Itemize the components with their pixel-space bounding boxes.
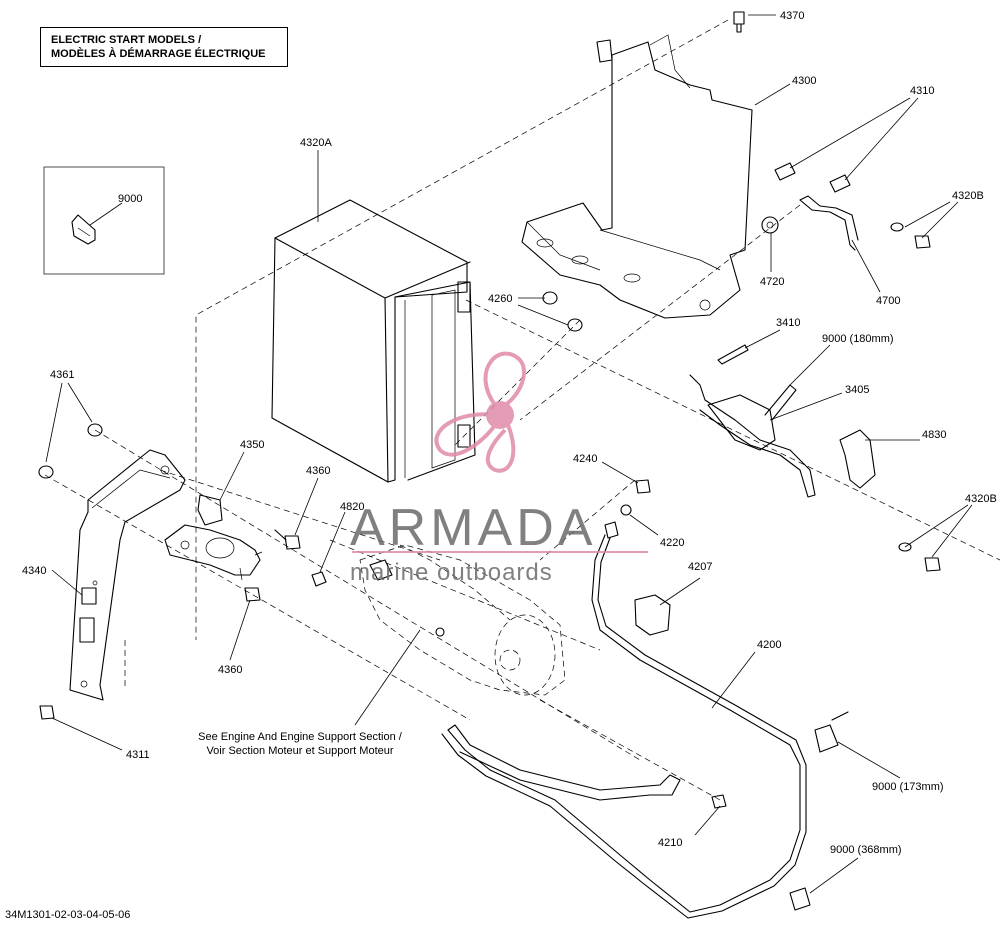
label-4820: 4820 [340, 501, 364, 513]
label-4700: 4700 [876, 295, 900, 307]
label-4320A: 4320A [300, 137, 332, 149]
fasteners-bottom [620, 479, 849, 911]
label-4370: 4370 [780, 10, 804, 22]
diagram-title-line1: ELECTRIC START MODELS / [51, 34, 202, 46]
label-4720: 4720 [760, 276, 784, 288]
grommet-4361-b [87, 423, 103, 437]
armada-logo-icon [434, 351, 526, 473]
nut-4240 [635, 479, 651, 494]
bolt-4311 [39, 705, 55, 720]
grommet-4361-a [38, 465, 54, 479]
solenoid-4350 [164, 494, 263, 581]
label-4350: 4350 [240, 439, 264, 451]
grommet-4260-b [567, 318, 583, 332]
cable-3405 [689, 374, 816, 498]
washer-4320B-bot [898, 542, 912, 552]
bolt-4360-top [274, 529, 301, 550]
bolt-4310-a [774, 162, 796, 181]
washer-4220 [620, 504, 632, 516]
bracket-4340 [69, 449, 186, 701]
watermark: ARMADA marine outboards [350, 351, 648, 586]
diagram-title-box: ELECTRIC START MODELS / MODÈLES À DÉMARR… [40, 27, 288, 67]
bolt-4360-bot [244, 587, 261, 602]
ground-cable-4700 [799, 195, 859, 251]
tie-strap-9000-368 [789, 887, 811, 911]
watermark-brand: ARMADA [350, 499, 596, 557]
label-3405: 3405 [845, 384, 869, 396]
part-labels: 4370 4300 4310 4320A 4320B 9000 4720 470… [22, 10, 997, 856]
label-4360-bot: 4360 [218, 664, 242, 676]
label-4340: 4340 [22, 565, 46, 577]
fasteners-top [542, 11, 931, 332]
cable-clip-9000-inset [71, 214, 96, 245]
label-4320B-bot: 4320B [965, 493, 997, 505]
starter-motor [359, 544, 566, 696]
label-4200: 4200 [757, 639, 781, 651]
label-4311: 4311 [126, 749, 150, 761]
label-4830: 4830 [922, 429, 946, 441]
tie-strap-9000-180 [764, 384, 797, 421]
grommet-4260-a [542, 291, 558, 305]
label-3410: 3410 [776, 317, 800, 329]
leader-lines [45, 14, 973, 894]
star-washer-4720 [761, 216, 779, 234]
reference-code: 34M1301-02-03-04-05-06 [5, 909, 131, 921]
label-4207: 4207 [688, 561, 712, 573]
tie-strap-9000-173 [814, 711, 849, 753]
label-4361: 4361 [50, 369, 74, 381]
fasteners-left [38, 423, 327, 720]
bolt-4320B-bot [924, 557, 941, 572]
wiring-right [689, 344, 941, 572]
nut-4210 [711, 794, 727, 809]
battery-cable-4200 [441, 521, 807, 919]
watermark-tagline: marine outboards [350, 559, 553, 586]
note-line1: See Engine And Engine Support Section / [198, 731, 403, 743]
battery-4320A [271, 199, 476, 483]
note-line2: Voir Section Moteur et Support Moteur [206, 745, 393, 757]
label-4310: 4310 [910, 85, 934, 97]
label-4240: 4240 [573, 453, 597, 465]
clip-4207 [634, 594, 671, 636]
label-9000-180mm: 9000 (180mm) [822, 333, 894, 345]
label-4320B-top: 4320B [952, 190, 984, 202]
label-4300: 4300 [792, 75, 816, 87]
label-9000-inset: 9000 [118, 193, 142, 205]
washer-4320B-top [890, 222, 904, 232]
label-4220: 4220 [660, 537, 684, 549]
label-4210: 4210 [658, 837, 682, 849]
cover-4830 [839, 429, 876, 489]
label-9000-368mm: 9000 (368mm) [830, 844, 902, 856]
battery-tray-4300 [521, 34, 753, 319]
connector-3410 [717, 344, 749, 365]
bolt-4370 [733, 11, 745, 33]
assembly-dash-lines [44, 19, 1000, 801]
label-9000-173mm: 9000 (173mm) [872, 781, 944, 793]
inset-box [43, 166, 165, 275]
label-4260: 4260 [488, 293, 512, 305]
diagram-title-line2: MODÈLES À DÉMARRAGE ÉLECTRIQUE [51, 48, 266, 60]
nut-4820 [311, 571, 327, 587]
bolt-4310-b [829, 174, 851, 193]
label-4360-top: 4360 [306, 465, 330, 477]
